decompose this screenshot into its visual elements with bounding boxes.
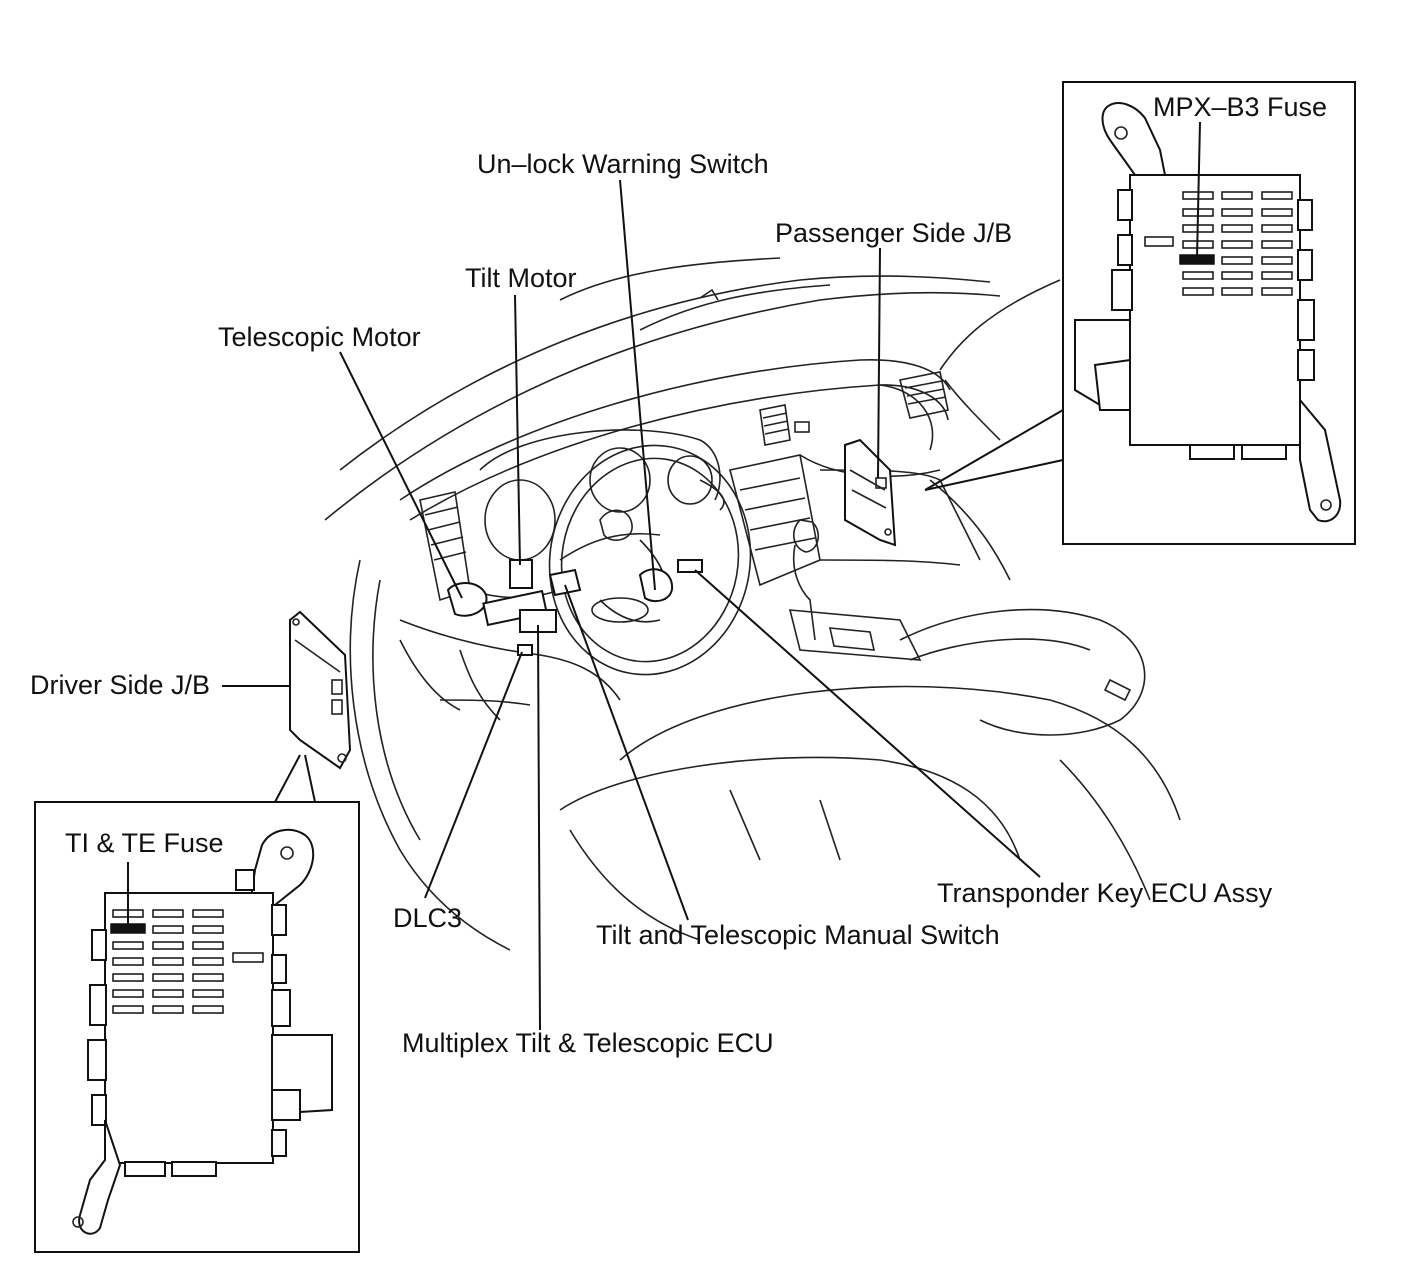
label-tilt-motor: Tilt Motor bbox=[465, 263, 577, 293]
label-unlock-warning-switch: Un–lock Warning Switch bbox=[477, 149, 769, 179]
component-labels: MPX–B3 Fuse Un–lock Warning Switch Passe… bbox=[30, 92, 1327, 1058]
label-mpx-b3-fuse: MPX–B3 Fuse bbox=[1153, 92, 1327, 122]
label-dlc3: DLC3 bbox=[393, 903, 462, 933]
label-ti-te-fuse: TI & TE Fuse bbox=[65, 828, 224, 858]
label-driver-side-jb: Driver Side J/B bbox=[30, 670, 210, 700]
label-passenger-side-jb: Passenger Side J/B bbox=[775, 218, 1012, 248]
label-multiplex-tilt-telescopic-ecu: Multiplex Tilt & Telescopic ECU bbox=[402, 1028, 774, 1058]
label-tilt-telescopic-manual-switch: Tilt and Telescopic Manual Switch bbox=[596, 920, 1000, 950]
car-interior-illustration bbox=[289, 257, 1181, 951]
passenger-jb-fuse-grid bbox=[1144, 191, 1293, 296]
label-transponder-key-ecu-assy: Transponder Key ECU Assy bbox=[937, 878, 1273, 908]
label-telescopic-motor: Telescopic Motor bbox=[218, 322, 421, 352]
passenger-jb-inset bbox=[924, 81, 1356, 545]
leader-lines bbox=[127, 121, 1201, 1031]
